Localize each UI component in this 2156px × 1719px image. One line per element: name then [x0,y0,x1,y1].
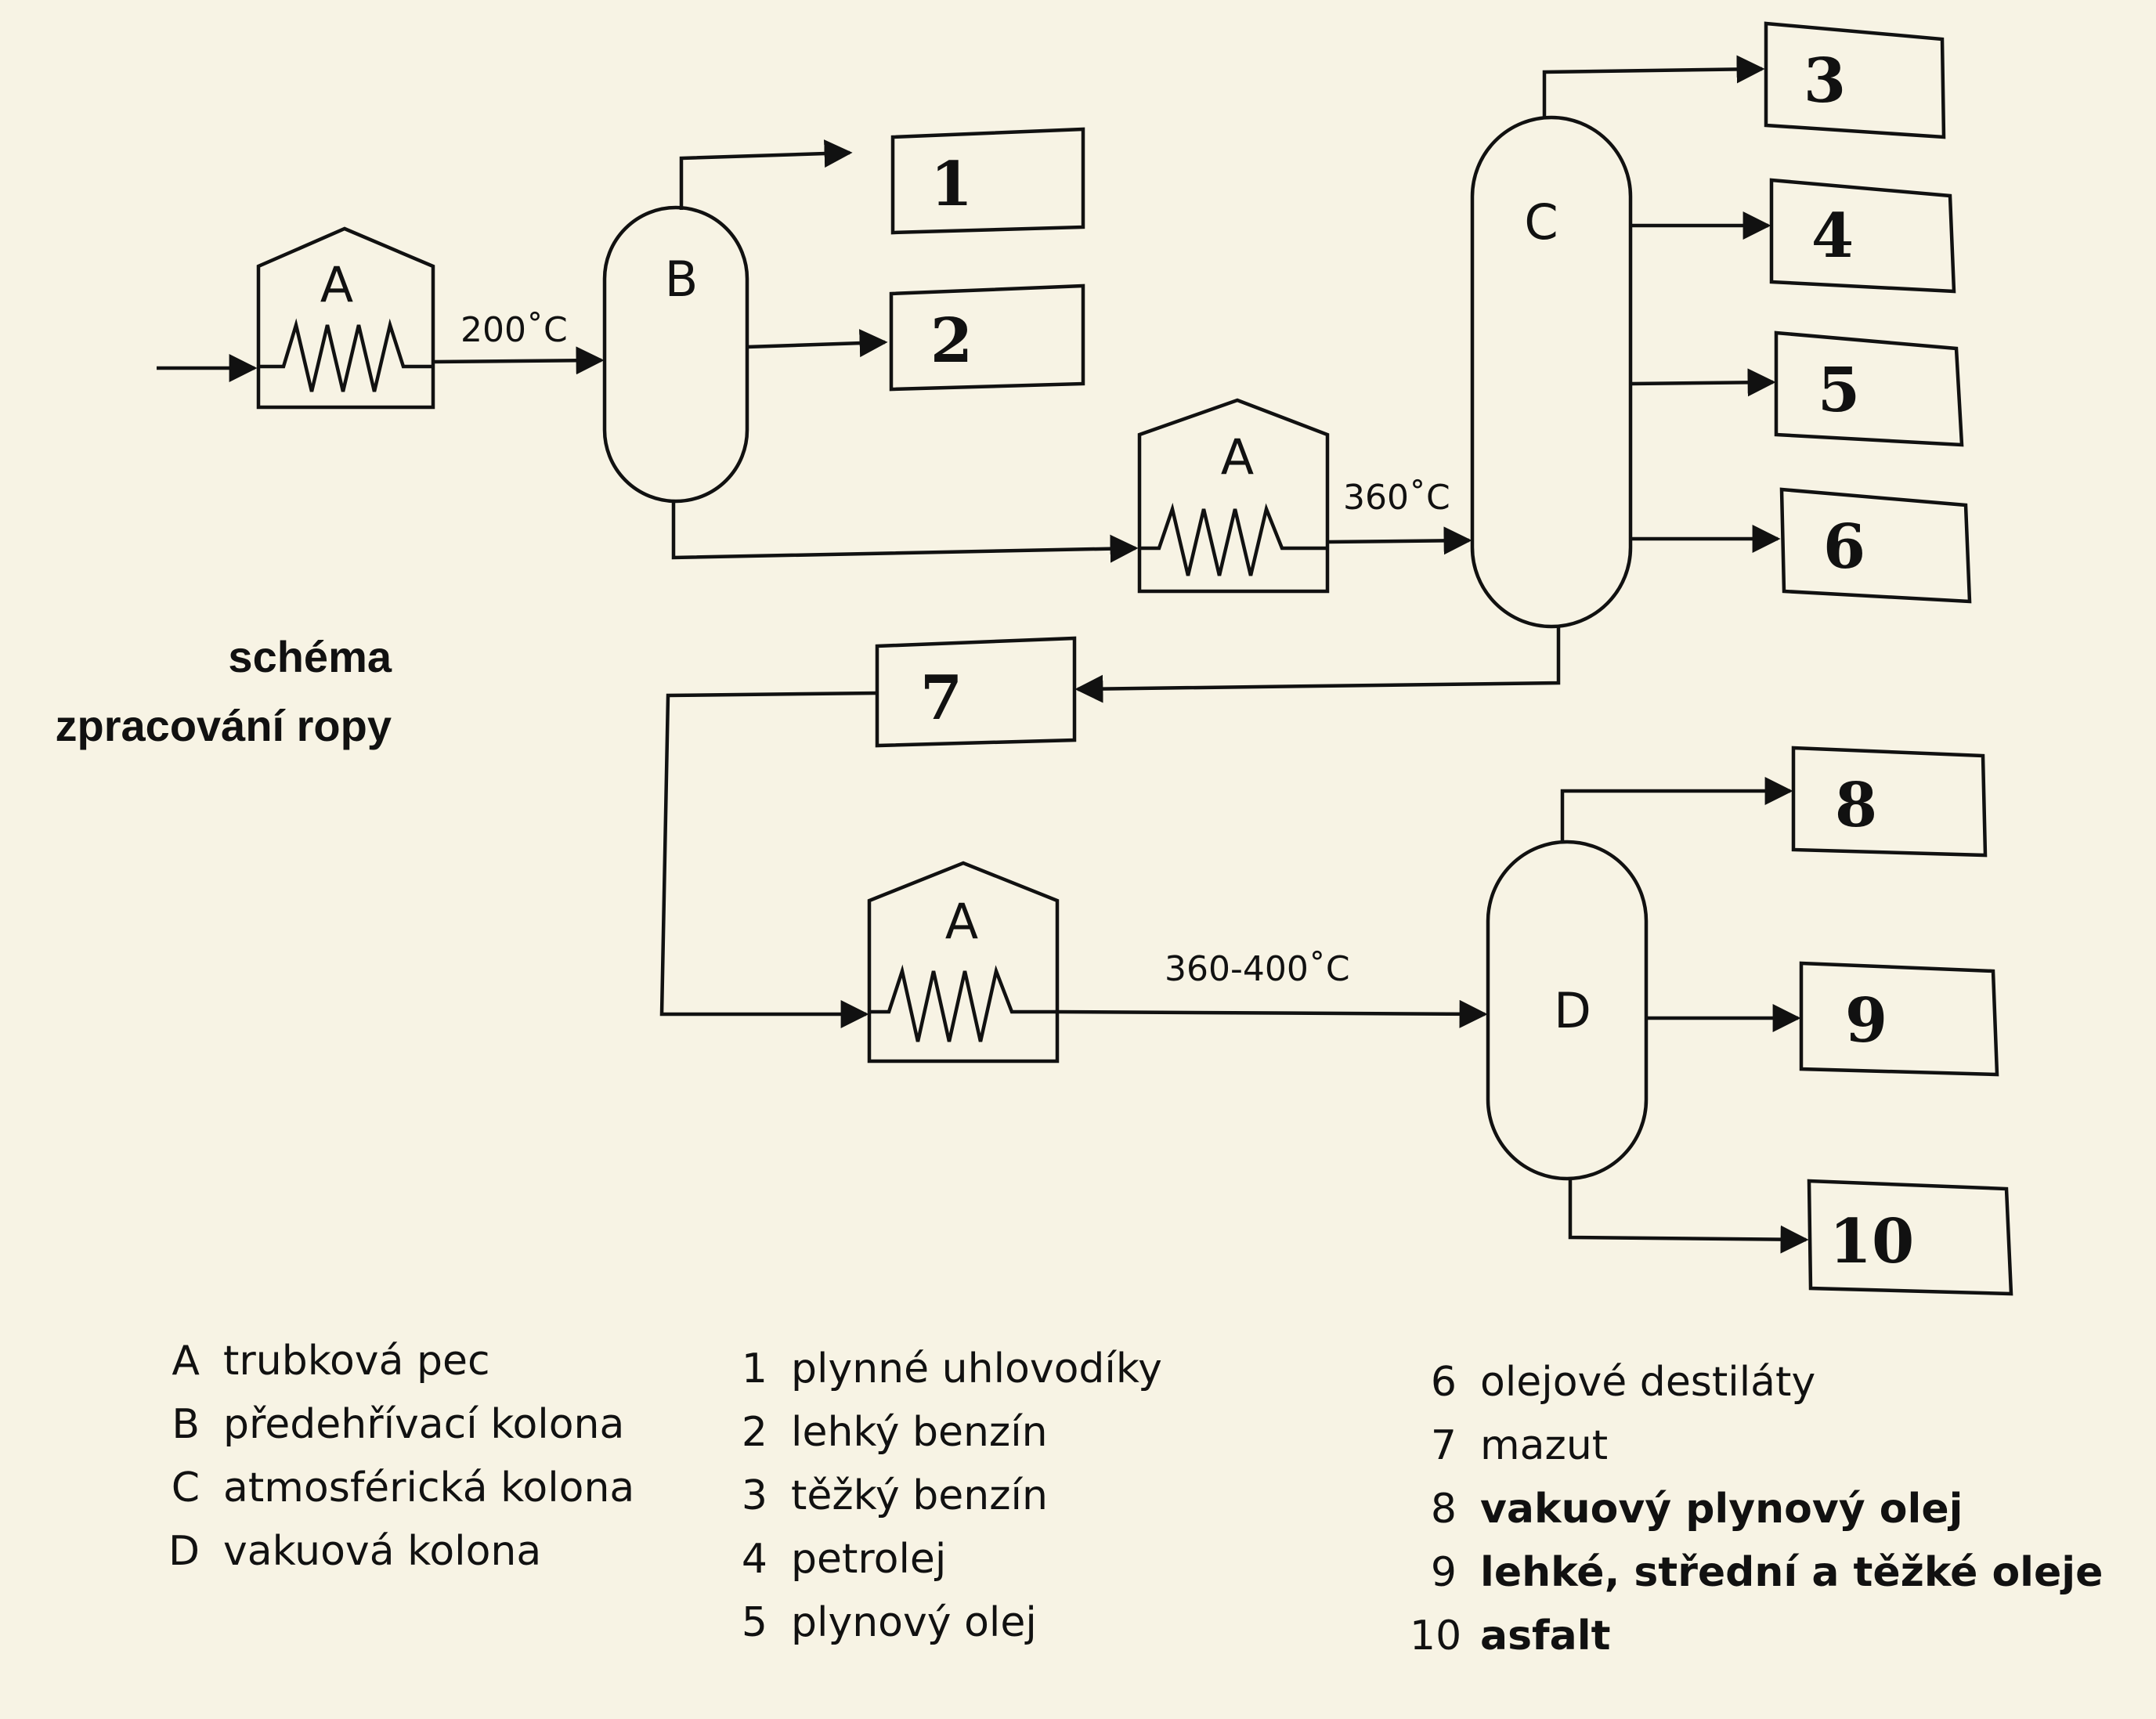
column-d [1486,840,1649,1181]
product-box-8: 8 [1791,746,1988,858]
product-box-1-label: 1 [930,149,973,220]
legend-key: C [171,1464,200,1511]
product-box-8-label: 8 [1835,770,1877,841]
product-box-2: 2 [889,283,1085,392]
legend-row: 3 těžký benzín [720,1472,1284,1536]
legend-key: 9 [1430,1549,1457,1596]
product-box-4: 4 [1769,178,1956,294]
legend-text: asfalt [1480,1612,1611,1659]
legend-row: B předehřívací kolona [153,1401,701,1464]
legend-row: 2 lehký benzín [720,1409,1284,1472]
legend-row: A trubková pec [153,1338,701,1401]
column-c [1470,115,1633,629]
furnace-1-label: A [320,256,353,313]
arrow-c-to-7 [1074,627,1561,703]
arrow-d-to-10 [1568,1179,1809,1254]
product-box-10-label: 10 [1829,1206,1915,1277]
legend-text: těžký benzín [791,1472,1048,1519]
furnace-2-coil [1139,502,1327,576]
furnace-2-label: A [1221,428,1254,486]
legend-key: 3 [741,1472,767,1519]
legend-key: A [172,1338,200,1385]
legend-text: lehké, střední a těžké oleje [1480,1549,2104,1596]
temperature-label-3: 360-400˚C [1165,949,1350,989]
product-box-7: 7 [875,636,1077,748]
legend-text: lehký benzín [791,1409,1048,1456]
legend-key: 4 [741,1536,767,1583]
column-d-label: D [1554,982,1591,1039]
legend-row: D vakuová kolona [153,1528,701,1591]
arrow-a1-to-b [432,346,605,375]
arrow-c-to-3 [1542,55,1765,117]
product-box-9: 9 [1799,961,1999,1077]
arrow-b-to-a2 [671,501,1139,563]
furnace-3-coil [869,964,1057,1042]
legend-key: 7 [1430,1422,1457,1469]
furnace-2: A [1137,398,1330,594]
furnace-1: A [256,226,435,410]
legend-products-2: 6 olejové destiláty 7 mazut 8 vakuový pl… [1410,1359,2114,1676]
product-box-4-label: 4 [1811,200,1854,272]
arrow-7-to-a3 [659,691,878,1028]
legend-text: vakuová kolona [223,1528,542,1575]
arrow-b-to-1 [679,139,853,210]
title-line-1: schéma [228,632,392,681]
product-box-10: 10 [1807,1179,2013,1296]
legend-text: plynné uhlovodíky [791,1345,1162,1392]
legend-text: mazut [1480,1422,1609,1469]
arrow-a2-to-c [1327,526,1472,555]
arrow-b-to-2 [746,329,888,358]
column-b-label: B [665,251,699,308]
product-box-6-label: 6 [1823,511,1865,583]
legend-key: 1 [741,1345,767,1392]
arrow-d-to-8 [1560,777,1793,842]
legend-key: 8 [1430,1486,1457,1533]
legend-key: 10 [1410,1612,1462,1659]
legend-row: 4 petrolej [720,1536,1284,1599]
legend-units: A trubková pec B předehřívací kolona C a… [153,1338,701,1591]
legend-text: olejové destiláty [1480,1359,1816,1406]
product-box-5-label: 5 [1818,355,1860,426]
legend-products-1: 1 plynné uhlovodíky 2 lehký benzín 3 těž… [720,1345,1284,1663]
arrow-a3-to-d [1056,999,1488,1028]
furnace-3: A [867,861,1060,1064]
title-line-2: zpracování ropy [55,701,392,750]
product-box-5: 5 [1774,330,1964,447]
legend-text: plynový olej [791,1599,1037,1646]
product-box-2-label: 2 [930,305,973,377]
legend-key: 6 [1430,1359,1457,1406]
legend-row: 6 olejové destiláty [1410,1359,2114,1422]
legend-key: B [172,1401,200,1448]
arrow-c-to-5 [1630,368,1776,397]
product-box-3: 3 [1764,21,1946,139]
furnace-3-label: A [945,893,978,950]
legend-text: petrolej [791,1536,947,1583]
temperature-label-2: 360˚C [1343,478,1450,518]
legend-row: 9 lehké, střední a těžké oleje [1410,1549,2114,1612]
legend-row: C atmosférická kolona [153,1464,701,1528]
legend-row: 5 plynový olej [720,1599,1284,1663]
product-box-9-label: 9 [1845,985,1887,1056]
column-b [602,205,749,504]
legend-row: 1 plynné uhlovodíky [720,1345,1284,1409]
column-c-label: C [1524,193,1558,251]
diagram-title: schéma zpracování ropy [31,623,392,760]
legend-row: 7 mazut [1410,1422,2114,1486]
furnace-1-coil [258,318,433,392]
legend-row: 8 vakuový plynový olej [1410,1486,2114,1549]
product-box-3-label: 3 [1804,45,1846,117]
legend-text: trubková pec [223,1338,490,1385]
legend-row: 10 asfalt [1410,1612,2114,1676]
legend-key: D [168,1528,200,1575]
product-box-6: 6 [1779,487,1972,604]
product-box-7-label: 7 [920,663,962,734]
legend-text: atmosférická kolona [223,1464,635,1511]
legend-text: vakuový plynový olej [1480,1486,1963,1533]
temperature-label-1: 200˚C [460,310,568,350]
legend-key: 2 [741,1409,767,1456]
legend-text: předehřívací kolona [223,1401,625,1448]
product-box-1: 1 [890,127,1085,235]
legend-key: 5 [741,1599,767,1646]
